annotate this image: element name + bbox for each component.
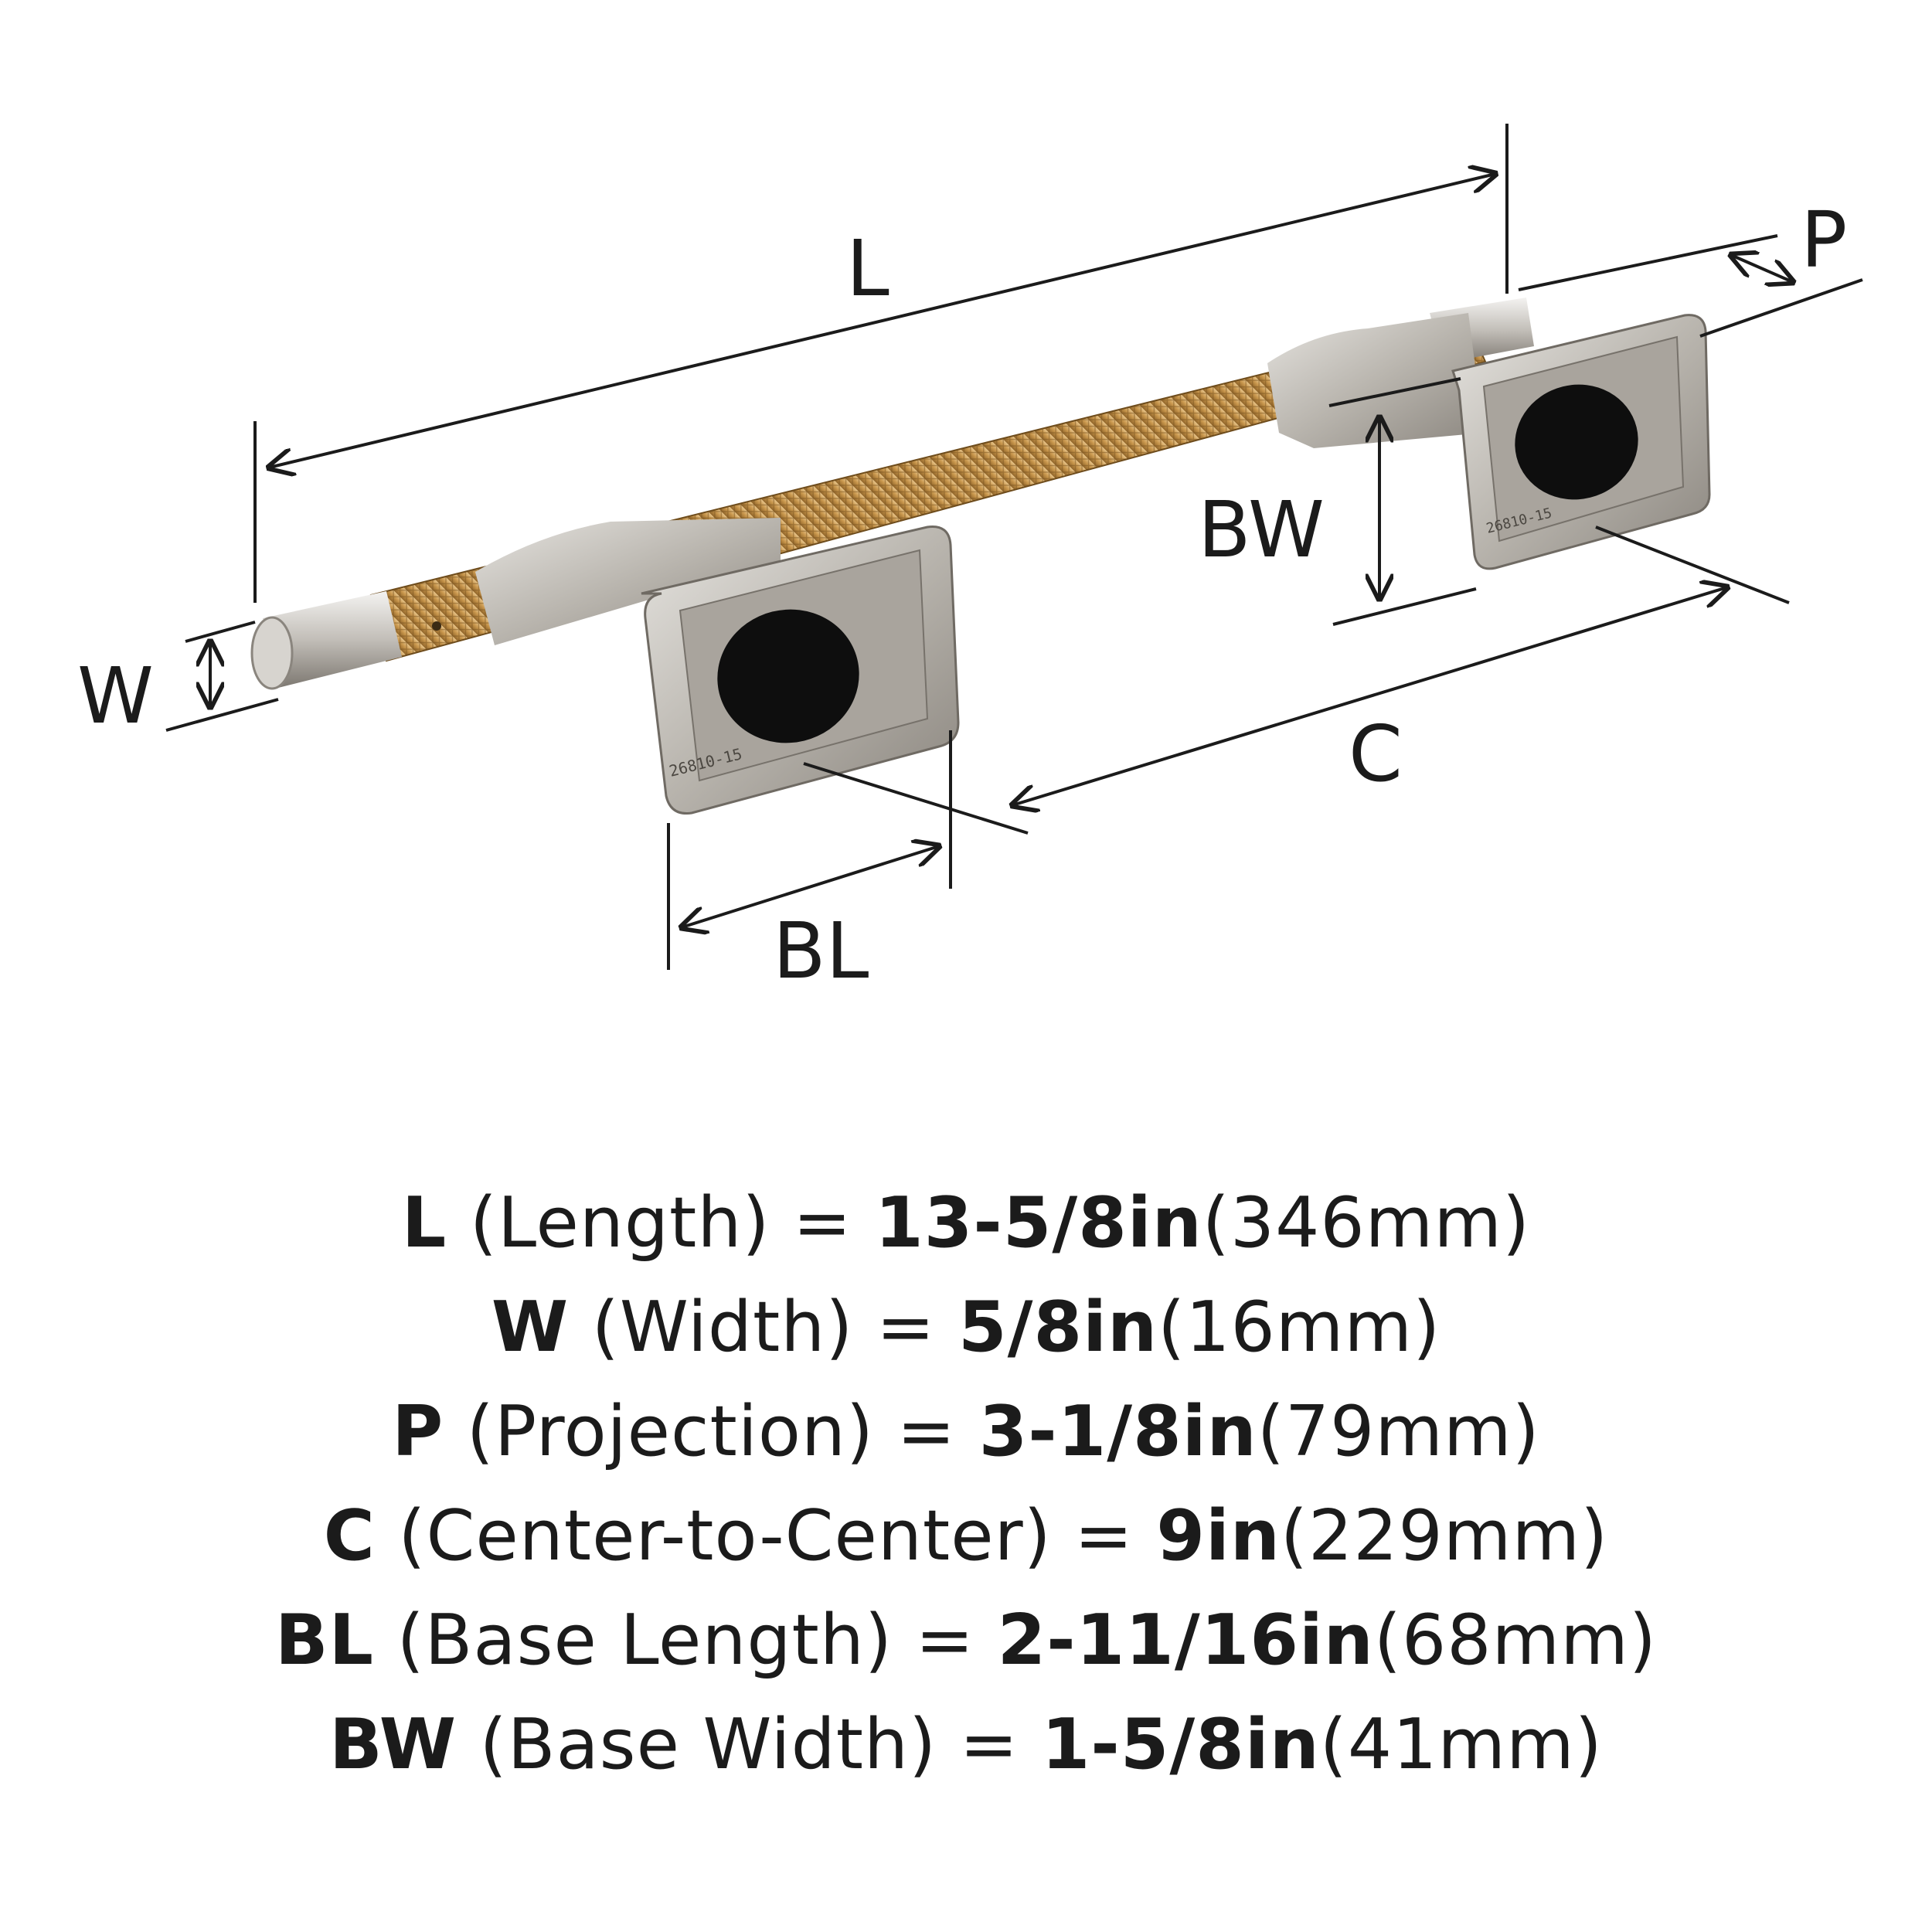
label-length: L [846,223,889,314]
label-center-to-center: C [1349,709,1403,799]
pull-dimension-diagram: 26810-15 26810-15 [77,124,1863,996]
spec-center-to-center: C (Center-to-Center) = 9in(229mm) [323,1495,1609,1577]
pull-illustration: 26810-15 26810-15 [250,298,1711,815]
left-post [475,518,781,645]
spec-base-width: BW (Base Width) = 1-5/8in(41mm) [329,1704,1603,1785]
dimension-lines [165,124,1863,970]
label-projection: P [1801,195,1847,285]
spec-projection: P (Projection) = 3-1/8in(79mm) [392,1391,1540,1472]
spec-base-length: BL (Base Length) = 2-11/16in(68mm) [275,1600,1657,1681]
spec-length: L (Length) = 13-5/8in(346mm) [401,1182,1531,1264]
label-base-width: BW [1198,485,1325,575]
spec-width: W (Width) = 5/8in(16mm) [491,1287,1441,1368]
dimension-line-projection [1731,255,1793,282]
end-cap [263,591,402,688]
label-width: W [77,651,154,741]
label-base-length: BL [773,906,869,996]
dimension-line-center-to-center [1012,587,1727,805]
dimension-labels: L P W BW C BL [77,195,1847,996]
dimension-line-length [269,174,1495,468]
left-base: 26810-15 [641,525,960,815]
dimension-line-base-length [682,846,939,927]
specification-list: L (Length) = 13-5/8in(346mm) W (Width) =… [0,1171,1932,1797]
end-cap-face [250,616,294,690]
right-base: 26810-15 [1451,314,1711,570]
